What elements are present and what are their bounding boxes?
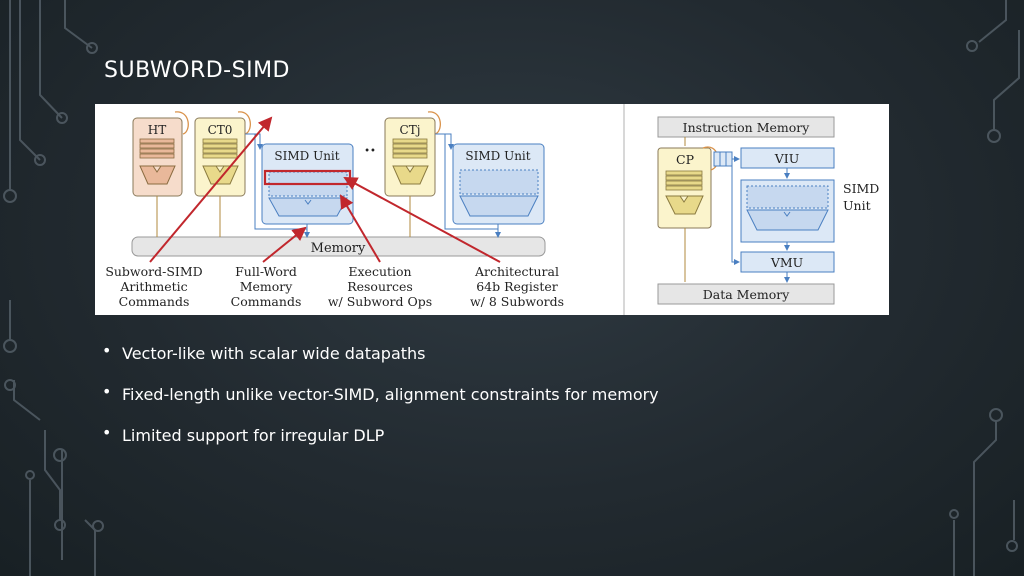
- simd-unit-right: [740, 179, 835, 243]
- architecture-diagram: Memory HT CT0 SIMD Unit: [105, 104, 879, 315]
- command-queue: [713, 151, 733, 167]
- ht-core: HT: [132, 111, 189, 197]
- simd-unit-2-label: SIMD Unit: [465, 149, 530, 163]
- simd-unit-label-line1: SIMD: [843, 181, 879, 196]
- instruction-memory-box: [657, 116, 835, 138]
- svg-text:Architectural: Architectural: [474, 264, 559, 279]
- ctj-label: CTj: [400, 123, 421, 137]
- cp-label: CP: [676, 152, 694, 167]
- architecture-figure: Memory HT CT0 SIMD Unit: [95, 104, 889, 315]
- viu-label: VIU: [774, 151, 800, 166]
- svg-text:64b Register: 64b Register: [476, 279, 558, 294]
- simd-unit-2: SIMD Unit: [452, 143, 545, 225]
- instruction-memory-label: Instruction Memory: [683, 120, 811, 135]
- slide-title: SUBWORD-SIMD: [104, 58, 290, 83]
- bullet-item: • Fixed-length unlike vector-SIMD, align…: [102, 382, 659, 426]
- svg-text:Commands: Commands: [231, 294, 302, 309]
- svg-text:Commands: Commands: [119, 294, 190, 309]
- data-memory-box: [657, 283, 835, 305]
- ht-label: HT: [148, 123, 166, 137]
- svg-text:Full-Word: Full-Word: [235, 264, 297, 279]
- caption-subword-arith: Subword-SIMD Arithmetic Commands: [105, 264, 202, 309]
- memory-label: Memory: [311, 241, 366, 256]
- bullet-text: Limited support for irregular DLP: [122, 426, 385, 445]
- cp-core: CP: [657, 147, 712, 229]
- svg-text:w/ 8 Subwords: w/ 8 Subwords: [470, 294, 564, 309]
- ct0-label: CT0: [208, 123, 233, 137]
- svg-text:Execution: Execution: [348, 264, 411, 279]
- bullet-list: • Vector-like with scalar wide datapaths…: [102, 341, 659, 467]
- bullet-dot-icon: •: [102, 382, 112, 401]
- circuit-decoration-right: [949, 0, 1020, 576]
- svg-text:w/ Subword Ops: w/ Subword Ops: [328, 294, 432, 309]
- caption-arch-reg: Architectural 64b Register w/ 8 Subwords: [470, 264, 564, 309]
- bullet-text: Fixed-length unlike vector-SIMD, alignme…: [122, 385, 659, 404]
- ellipsis-label: ••: [364, 146, 376, 157]
- svg-text:Resources: Resources: [347, 279, 413, 294]
- bullet-dot-icon: •: [102, 341, 112, 360]
- ctj-core: CTj: [384, 111, 441, 197]
- caption-exec-res: Execution Resources w/ Subword Ops: [328, 264, 432, 309]
- ct0-core: CT0: [194, 111, 251, 197]
- data-memory-label: Data Memory: [703, 287, 790, 302]
- simd-unit-1-label: SIMD Unit: [274, 149, 339, 163]
- bullet-dot-icon: •: [102, 423, 112, 442]
- simd-unit-label-line2: Unit: [843, 198, 871, 213]
- svg-text:Arithmetic: Arithmetic: [119, 279, 187, 294]
- bullet-item: • Limited support for irregular DLP: [102, 423, 659, 467]
- vmu-label: VMU: [770, 255, 803, 270]
- circuit-decoration-left: [3, 0, 104, 576]
- caption-fullword-mem: Full-Word Memory Commands: [231, 264, 302, 309]
- memory-bar: [131, 236, 546, 257]
- bullet-item: • Vector-like with scalar wide datapaths: [102, 341, 659, 385]
- bullet-text: Vector-like with scalar wide datapaths: [122, 344, 426, 363]
- svg-text:Memory: Memory: [240, 279, 294, 294]
- svg-text:Subword-SIMD: Subword-SIMD: [105, 264, 202, 279]
